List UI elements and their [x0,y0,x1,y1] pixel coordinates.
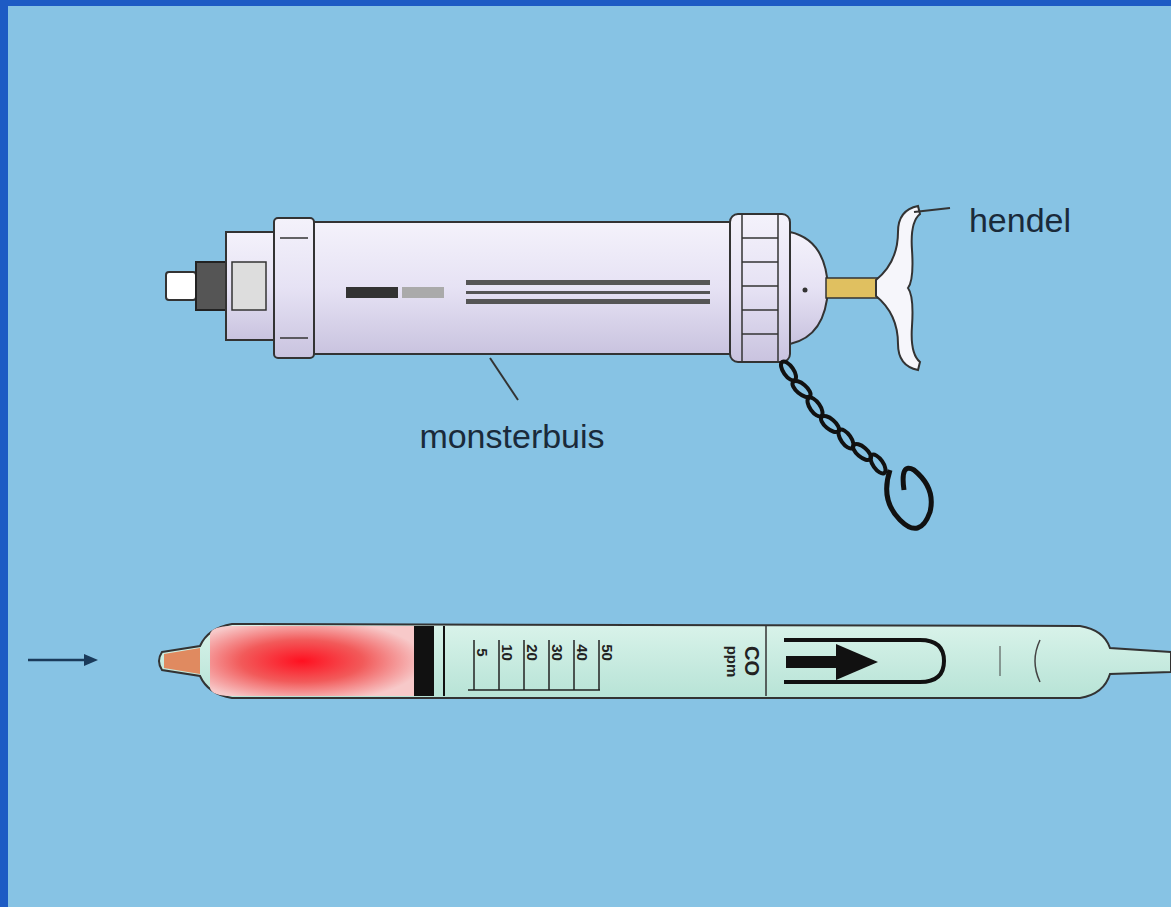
scale-number: 5 [475,648,490,656]
gas-label: CO [742,646,762,676]
scale-number: 50 [600,644,615,661]
chain-link [868,452,889,476]
unit-label: ppm [725,645,740,677]
part-label: monsterbuis [419,419,604,453]
scale-number: 30 [550,644,565,661]
scale-number: 10 [500,644,515,661]
part-label: hendel [969,203,1071,237]
scale-number: 40 [575,644,590,661]
scale-tick [473,640,475,690]
scale-number: 20 [525,644,540,661]
